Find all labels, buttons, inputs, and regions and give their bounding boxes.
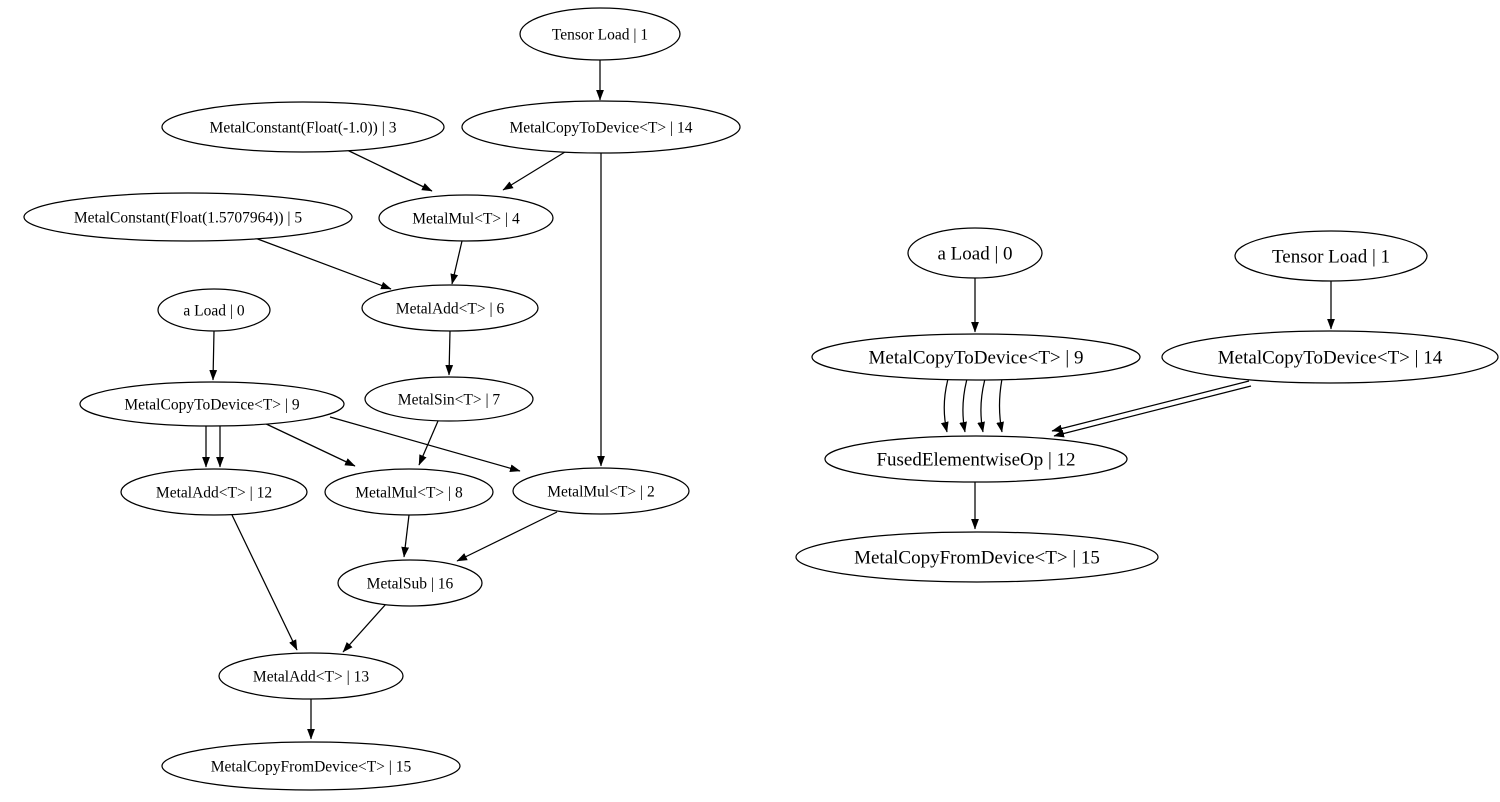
- node-a13: MetalAdd<T> | 13: [218, 652, 404, 700]
- node-d9: MetalCopyToDevice<T> | 9: [79, 381, 345, 427]
- edge-d9-to-m8: [261, 421, 356, 467]
- edge-rd14-to-rf12: [1051, 380, 1250, 433]
- node-ellipse-s16: [337, 559, 483, 607]
- node-label-t1: Tensor Load | 1: [552, 26, 648, 43]
- edge-m2-to-s16: [456, 511, 558, 562]
- node-label-rf12: FusedElementwiseOp | 12: [876, 449, 1075, 470]
- node-ellipse-m4: [378, 194, 554, 242]
- node-label-rt1: Tensor Load | 1: [1272, 246, 1390, 267]
- node-s16: MetalSub | 16: [337, 559, 483, 607]
- node-ellipse-d14: [461, 100, 741, 154]
- node-ellipse-s7: [364, 376, 534, 422]
- node-label-rl0: a Load | 0: [937, 243, 1012, 264]
- node-label-c5: MetalConstant(Float(1.5707964)) | 5: [74, 209, 303, 226]
- node-label-rd14: MetalCopyToDevice<T> | 14: [1218, 347, 1443, 368]
- node-label-rc15: MetalCopyFromDevice<T> | 15: [854, 547, 1100, 568]
- node-ellipse-a6: [361, 284, 539, 332]
- edge-d14-to-m4: [502, 151, 566, 191]
- node-ellipse-t1: [519, 7, 681, 61]
- edge-m8-to-s16: [401, 514, 410, 558]
- edge-rd9-to-rf12: [959, 378, 968, 433]
- edge-rd9-to-rf12: [996, 378, 1004, 433]
- node-ellipse-a12: [120, 468, 308, 516]
- node-ellipse-a13: [218, 652, 404, 700]
- edge-a6-to-s7: [445, 330, 454, 376]
- edge-m4-to-a6: [450, 240, 463, 285]
- node-label-s16: MetalSub | 16: [367, 575, 454, 592]
- node-ellipse-rf12: [824, 435, 1128, 483]
- node-label-a6: MetalAdd<T> | 6: [396, 300, 505, 317]
- node-a6: MetalAdd<T> | 6: [361, 284, 539, 332]
- node-ellipse-c3: [161, 101, 445, 153]
- node-label-d14: MetalCopyToDevice<T> | 14: [509, 119, 692, 136]
- node-ellipse-f15: [161, 741, 461, 791]
- node-rd9: MetalCopyToDevice<T> | 9: [811, 333, 1141, 381]
- edge-rd9-to-rf12: [940, 378, 949, 433]
- node-ellipse-rd9: [811, 333, 1141, 381]
- edge-c3-to-m4: [344, 148, 433, 192]
- node-label-m4: MetalMul<T> | 4: [412, 210, 520, 227]
- node-ellipse-m2: [512, 467, 690, 515]
- fused-op-graph: a Load | 0 Tensor Load | 1 MetalCopyToDevi…: [795, 227, 1499, 583]
- node-rt1: Tensor Load | 1: [1234, 230, 1428, 282]
- edge-rd9-to-rf12: [977, 378, 986, 433]
- node-label-m8: MetalMul<T> | 8: [355, 484, 463, 501]
- node-ellipse-rt1: [1234, 230, 1428, 282]
- node-label-c3: MetalConstant(Float(-1.0)) | 3: [210, 119, 397, 136]
- node-d14: MetalCopyToDevice<T> | 14: [461, 100, 741, 154]
- node-label-f15: MetalCopyFromDevice<T> | 15: [211, 758, 412, 775]
- node-l0: a Load | 0: [157, 288, 271, 332]
- node-rf12: FusedElementwiseOp | 12: [824, 435, 1128, 483]
- node-c5: MetalConstant(Float(1.5707964)) | 5: [23, 192, 353, 242]
- node-m8: MetalMul<T> | 8: [324, 468, 494, 516]
- node-ellipse-d9: [79, 381, 345, 427]
- edge-d9-to-m2: [329, 416, 521, 473]
- node-m4: MetalMul<T> | 4: [378, 194, 554, 242]
- node-label-m2: MetalMul<T> | 2: [547, 483, 655, 500]
- edge-c5-to-a6: [254, 237, 392, 290]
- edge-a12-to-a13: [231, 514, 298, 651]
- node-s7: MetalSin<T> | 7: [364, 376, 534, 422]
- node-rl0: a Load | 0: [907, 227, 1043, 279]
- node-c3: MetalConstant(Float(-1.0)) | 3: [161, 101, 445, 153]
- node-label-a12: MetalAdd<T> | 12: [156, 484, 272, 501]
- node-ellipse-m8: [324, 468, 494, 516]
- node-f15: MetalCopyFromDevice<T> | 15: [161, 741, 461, 791]
- unfused-op-graph: Tensor Load | 1 MetalConstant(Float(-1.0)…: [23, 7, 741, 791]
- edge-s7-to-m8: [418, 420, 439, 466]
- edge-rd14-to-rf12: [1053, 385, 1252, 438]
- node-label-d9: MetalCopyToDevice<T> | 9: [124, 396, 300, 413]
- node-label-a13: MetalAdd<T> | 13: [253, 668, 369, 685]
- node-rd14: MetalCopyToDevice<T> | 14: [1161, 330, 1499, 384]
- node-a12: MetalAdd<T> | 12: [120, 468, 308, 516]
- edge-s16-to-a13: [342, 603, 387, 653]
- node-label-l0: a Load | 0: [183, 302, 244, 319]
- node-ellipse-c5: [23, 192, 353, 242]
- node-m2: MetalMul<T> | 2: [512, 467, 690, 515]
- node-ellipse-rc15: [795, 531, 1159, 583]
- node-ellipse-rd14: [1161, 330, 1499, 384]
- node-ellipse-l0: [157, 288, 271, 332]
- node-label-s7: MetalSin<T> | 7: [398, 391, 501, 408]
- edge-l0-to-d9: [209, 330, 218, 381]
- node-t1: Tensor Load | 1: [519, 7, 681, 61]
- node-ellipse-rl0: [907, 227, 1043, 279]
- node-rc15: MetalCopyFromDevice<T> | 15: [795, 531, 1159, 583]
- node-label-rd9: MetalCopyToDevice<T> | 9: [869, 347, 1084, 368]
